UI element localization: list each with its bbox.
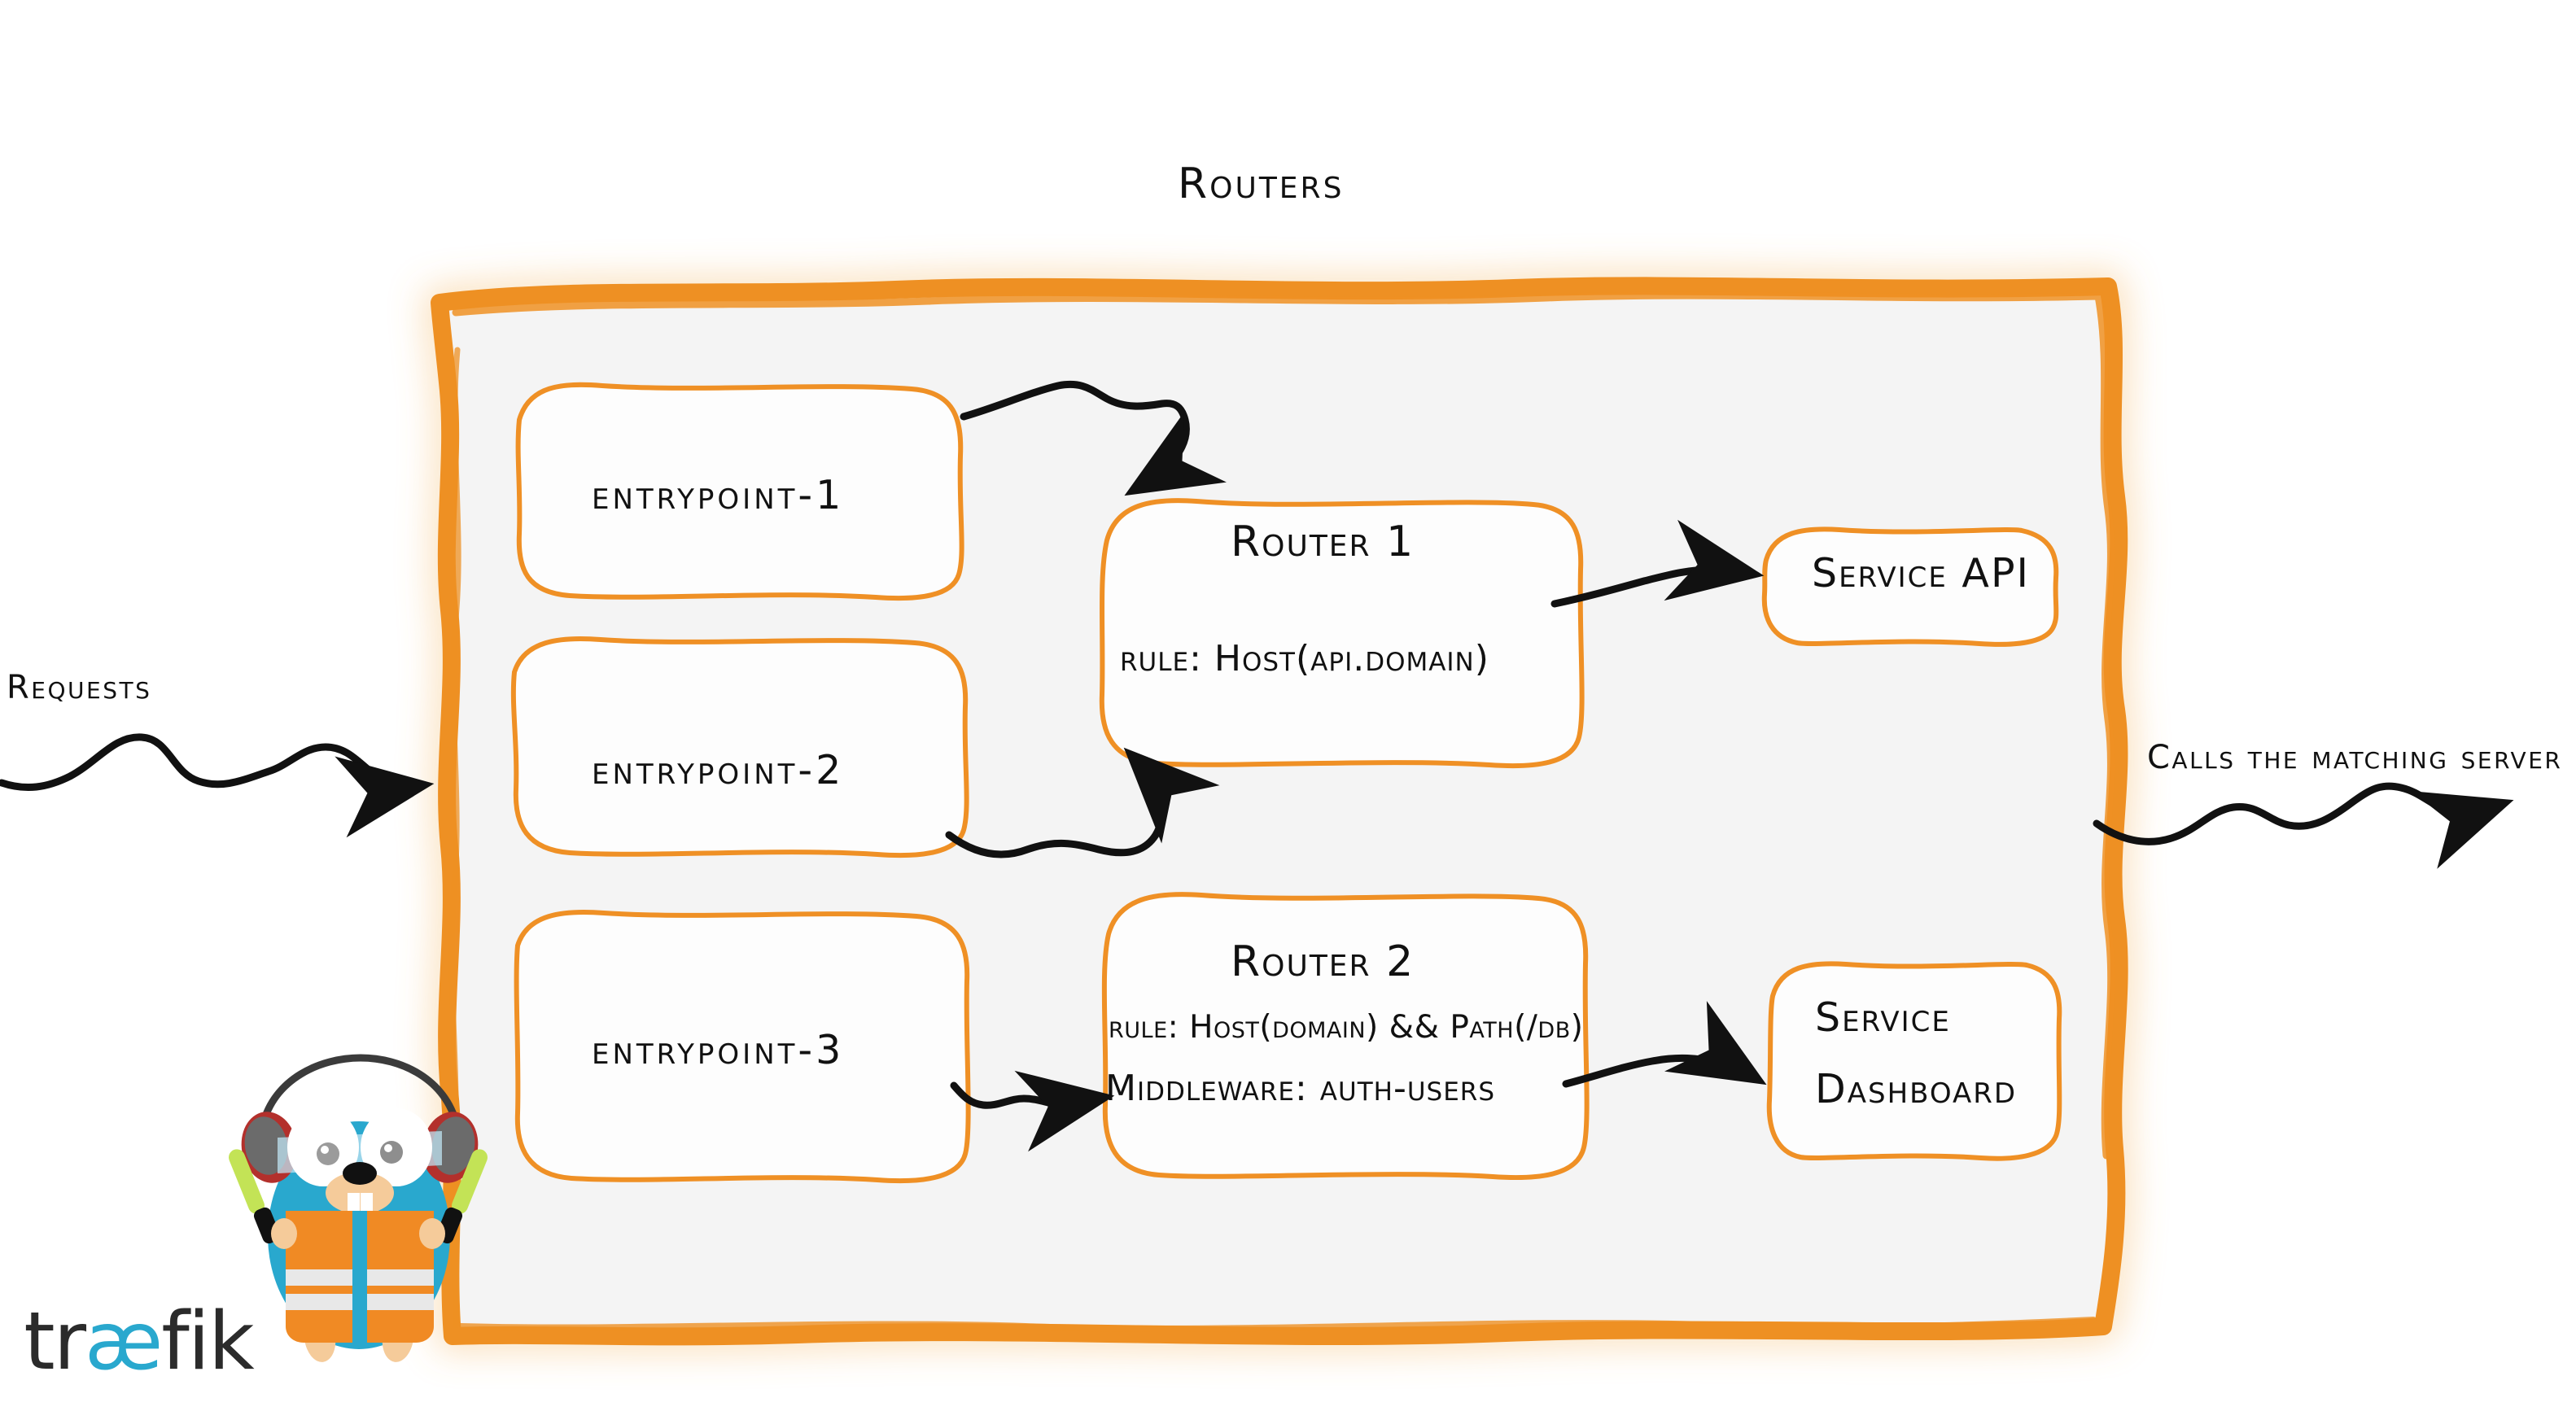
wordmark-part-3: fik <box>161 1295 254 1388</box>
arrow-requests-to-container <box>0 733 435 838</box>
entrypoint-1-box[interactable] <box>515 382 964 601</box>
entrypoint-2-box[interactable] <box>510 636 969 858</box>
entrypoint-3-box[interactable] <box>514 909 971 1184</box>
traefik-logo <box>224 1033 492 1408</box>
service-dashboard-line2: Dashboard <box>1815 1066 2018 1112</box>
arrow-router1-to-service-api <box>1550 519 1765 608</box>
service-dashboard-line1: Service <box>1815 994 1951 1041</box>
router-1-title: Router 1 <box>1231 518 1415 566</box>
entrypoint-3-label: entrypoint-3 <box>592 1027 845 1073</box>
gopher-mascot-icon <box>229 1054 488 1362</box>
service-dashboard-box[interactable] <box>1766 961 2062 1161</box>
wordmark-ae-ligature: æ <box>85 1295 163 1388</box>
router-2-title: Router 2 <box>1231 937 1415 986</box>
service-api-label: Service API <box>1812 550 2030 596</box>
router-2-rule: rule: Host(domain) && Path(/db) <box>1109 1009 1584 1046</box>
router-1-box[interactable] <box>1099 498 1585 769</box>
arrow-container-to-matching-server <box>2093 782 2514 869</box>
entrypoint-2-label: entrypoint-2 <box>592 747 845 793</box>
router-2-middleware: Middleware: auth-users <box>1105 1068 1495 1109</box>
entrypoint-1-label: entrypoint-1 <box>592 472 845 518</box>
arrow-entrypoint3-to-router2 <box>950 1070 1115 1152</box>
wordmark-part-1: tr <box>24 1295 86 1388</box>
arrow-entrypoint2-to-router1 <box>945 747 1220 858</box>
traefik-wordmark: træfik <box>0 1302 277 1382</box>
requests-label: Requests <box>7 669 152 706</box>
arrow-entrypoint1-to-router1 <box>960 380 1227 496</box>
page-title: Routers <box>1178 159 1345 208</box>
service-api-box[interactable] <box>1761 526 2059 647</box>
router-1-rule: rule: Host(api.domain) <box>1120 638 1489 679</box>
arrow-router2-to-service-dashboard <box>1562 1001 1767 1088</box>
matching-server-label: Calls the matching server <box>2147 739 2563 776</box>
